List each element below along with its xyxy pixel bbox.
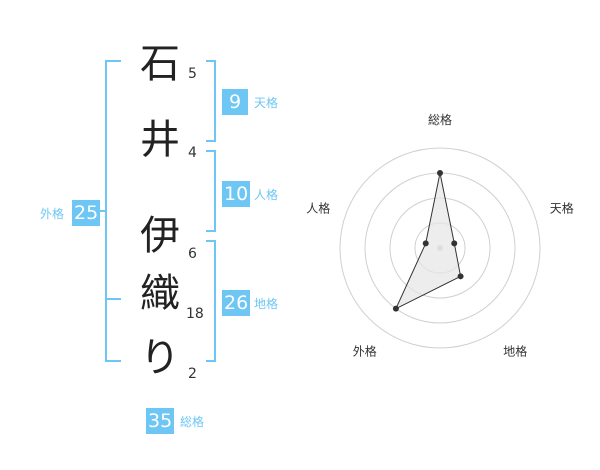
name-char-3: 伊 (140, 213, 180, 259)
soukaku-label: 総格 (180, 415, 205, 429)
radar-axis-label-2: 天格 (550, 200, 574, 215)
name-char-1: 石 (140, 41, 180, 87)
gaikaku-bracket (105, 60, 121, 362)
soukaku-value: 35 (146, 408, 175, 434)
radar-point-1 (437, 170, 443, 176)
stroke-count-3: 6 (188, 246, 197, 262)
radar-ring-4 (339, 147, 541, 349)
chikaku-bracket (206, 240, 216, 362)
name-char-4: 織 (140, 271, 180, 317)
radar-point-2 (451, 240, 458, 247)
radar-point-5 (422, 240, 429, 247)
gaikaku-bracket-divider (107, 298, 121, 300)
tenkaku-value: 9 (222, 89, 248, 115)
radar-series-polygon (394, 172, 462, 310)
tenkaku-bracket (206, 60, 216, 142)
radar-point-3 (457, 273, 464, 280)
gaikaku-bracket-connector (97, 210, 107, 212)
gaikaku-value: 25 (72, 200, 101, 226)
radar-axis-label-4: 外格 (353, 344, 377, 359)
gaikaku-label: 外格 (40, 207, 65, 221)
radar-point-4 (392, 305, 399, 312)
radar-polygon-layer (394, 172, 462, 310)
name-char-5: り (140, 335, 180, 381)
jinkaku-bracket (206, 150, 216, 232)
chikaku-label: 地格 (254, 297, 279, 311)
radar-axis-label-5: 人格 (306, 200, 330, 215)
stroke-count-5: 2 (188, 366, 197, 382)
chikaku-value: 26 (222, 290, 251, 316)
stroke-count-4: 18 (186, 306, 204, 322)
radar-points (392, 170, 464, 312)
radar-axis-label-1: 総格 (428, 112, 452, 127)
jinkaku-label: 人格 (254, 188, 279, 202)
stroke-count-2: 4 (188, 145, 197, 161)
radar-axis-label-3: 地格 (503, 344, 527, 359)
tenkaku-label: 天格 (254, 96, 279, 110)
name-char-2: 井 (140, 117, 180, 163)
stroke-count-1: 5 (188, 66, 197, 82)
jinkaku-value: 10 (222, 181, 251, 207)
